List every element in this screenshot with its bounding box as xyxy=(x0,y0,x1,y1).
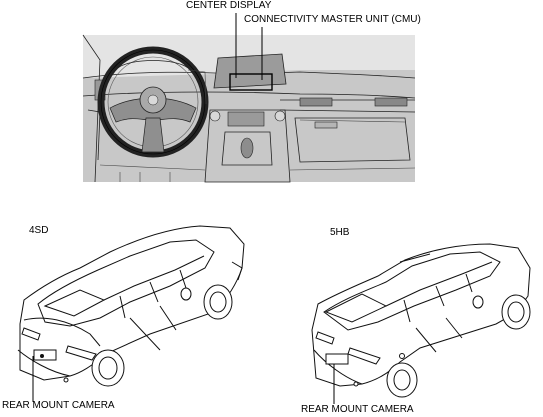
hatchback-variant-label: 5HB xyxy=(330,227,350,238)
sedan-variant-label: 4SD xyxy=(29,225,49,236)
dashboard-illustration xyxy=(82,34,416,183)
center-display-label: CENTER DISPLAY xyxy=(186,0,272,11)
hatchback-camera-label: REAR MOUNT CAMERA xyxy=(301,404,414,415)
cmu-label: CONNECTIVITY MASTER UNIT (CMU) xyxy=(244,14,421,25)
hatchback-illustration xyxy=(311,243,531,398)
sedan-illustration xyxy=(17,225,245,387)
sedan-camera-label: REAR MOUNT CAMERA xyxy=(2,400,115,411)
